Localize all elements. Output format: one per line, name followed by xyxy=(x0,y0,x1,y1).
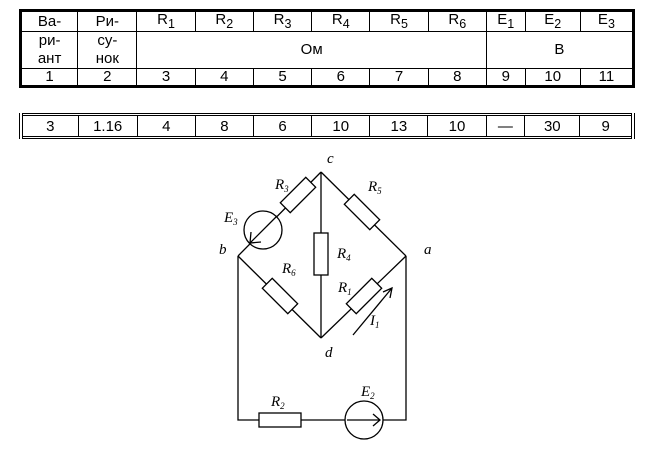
resistor-r2 xyxy=(258,412,302,428)
table-row: 3 1.16 4 8 6 10 13 10 — 30 9 xyxy=(20,114,634,138)
resistor-r6 xyxy=(261,277,299,315)
resistor-r4 xyxy=(313,232,329,276)
col-header-variant: Ва- xyxy=(19,10,79,32)
cell-r6: 10 xyxy=(427,114,487,138)
cell-r5: 13 xyxy=(369,114,429,138)
cell-variant: 3 xyxy=(20,114,79,138)
label-node-b: b xyxy=(219,242,227,258)
column-number: 7 xyxy=(369,67,429,87)
resistor-r5 xyxy=(343,193,381,231)
wire-bottom-left xyxy=(237,256,346,421)
column-number: 4 xyxy=(194,67,254,87)
column-number: 1 xyxy=(19,67,79,87)
col-header-figure: Ри- xyxy=(77,10,138,32)
cell-r1: 4 xyxy=(136,114,196,138)
label-r2: R2 xyxy=(270,394,285,411)
arrow-e3-head xyxy=(249,231,262,244)
col-header-variant-2: ри- xyxy=(19,31,79,50)
label-i1: I1 xyxy=(369,313,380,330)
cell-e1: — xyxy=(485,114,526,138)
parameters-header-table: Ва- Ри- R1 R2 R3 R4 R5 R6 E1 E2 E3 ри- с… xyxy=(19,9,635,88)
col-header-variant-3: ант xyxy=(19,49,79,69)
cell-figure: 1.16 xyxy=(77,114,138,138)
col-header-figure-2: су- xyxy=(77,31,138,50)
label-e2: E2 xyxy=(360,384,375,401)
label-e3: E3 xyxy=(223,210,238,227)
column-number: 10 xyxy=(524,67,581,87)
column-number: 8 xyxy=(427,67,487,87)
arrow-e3 xyxy=(249,215,278,244)
column-number: 2 xyxy=(77,67,138,87)
arrow-i1-head xyxy=(382,286,393,299)
wire-bottom-right xyxy=(383,256,407,421)
resistor-r1 xyxy=(345,277,383,315)
unit-ohm: Ом xyxy=(136,30,487,69)
cell-r2: 8 xyxy=(194,114,255,138)
label-node-c: c xyxy=(327,151,334,167)
cell-e3: 9 xyxy=(579,114,634,138)
arrow-i1 xyxy=(352,287,393,336)
variant-data-table: 3 1.16 4 8 6 10 13 10 — 30 9 xyxy=(19,113,635,139)
label-r6: R6 xyxy=(281,261,296,278)
arrow-e2-head xyxy=(372,413,381,427)
column-number: 11 xyxy=(579,67,635,87)
label-r3: R3 xyxy=(274,177,289,194)
cell-r3: 6 xyxy=(253,114,313,138)
resistor-r3 xyxy=(279,176,317,214)
column-numbers-row: 1 2 3 4 5 6 7 8 9 10 11 xyxy=(19,67,635,87)
col-header-figure-3: нок xyxy=(77,49,138,69)
cell-r4: 10 xyxy=(311,114,371,138)
cell-e2: 30 xyxy=(524,114,581,138)
col-header-r6: R6 xyxy=(427,10,487,32)
label-node-a: a xyxy=(424,242,432,258)
label-r5: R5 xyxy=(367,179,382,196)
unit-volt: В xyxy=(485,30,635,69)
label-r4: R4 xyxy=(336,246,351,263)
label-node-d: d xyxy=(325,345,333,361)
label-r1: R1 xyxy=(337,280,352,297)
col-header-r4: R4 xyxy=(311,10,371,32)
